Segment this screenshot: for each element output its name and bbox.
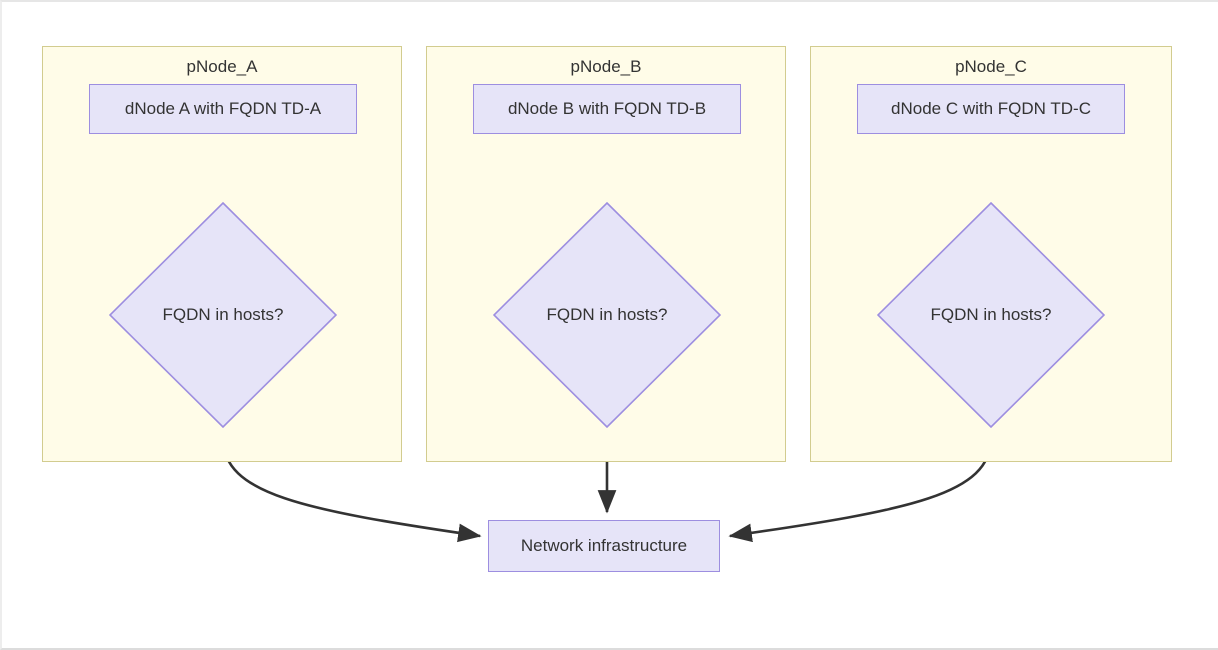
node-dnode-b-label: dNode B with FQDN TD-B <box>507 99 707 118</box>
cluster-title-pnode-a: pNode_A <box>186 57 258 76</box>
node-fqdn-check-c[interactable]: FQDN in hosts? <box>877 202 1105 428</box>
diamond-shape-icon <box>493 202 721 428</box>
diamond-shape-icon <box>109 202 337 428</box>
node-network-infrastructure-label: Network infrastructure <box>520 536 688 555</box>
node-fqdn-check-b[interactable]: FQDN in hosts? <box>493 202 721 428</box>
cluster-title-pnode-b: pNode_B <box>570 57 642 76</box>
node-dnode-c-label: dNode C with FQDN TD-C <box>891 99 1091 118</box>
node-dnode-c[interactable]: dNode C with FQDN TD-C <box>857 84 1125 134</box>
node-dnode-a-label: dNode A with FQDN TD-A <box>124 99 322 118</box>
node-fqdn-check-c-label: FQDN in hosts? <box>930 305 1052 324</box>
node-dnode-a[interactable]: dNode A with FQDN TD-A <box>89 84 357 134</box>
node-dnode-b[interactable]: dNode B with FQDN TD-B <box>473 84 741 134</box>
cluster-title-pnode-c: pNode_C <box>955 57 1027 76</box>
node-fqdn-check-a[interactable]: FQDN in hosts? <box>109 202 337 428</box>
node-fqdn-check-b-label: FQDN in hosts? <box>546 305 668 324</box>
node-network-infrastructure[interactable]: Network infrastructure <box>488 520 720 572</box>
diamond-shape-icon <box>877 202 1105 428</box>
node-fqdn-check-a-label: FQDN in hosts? <box>162 305 284 324</box>
